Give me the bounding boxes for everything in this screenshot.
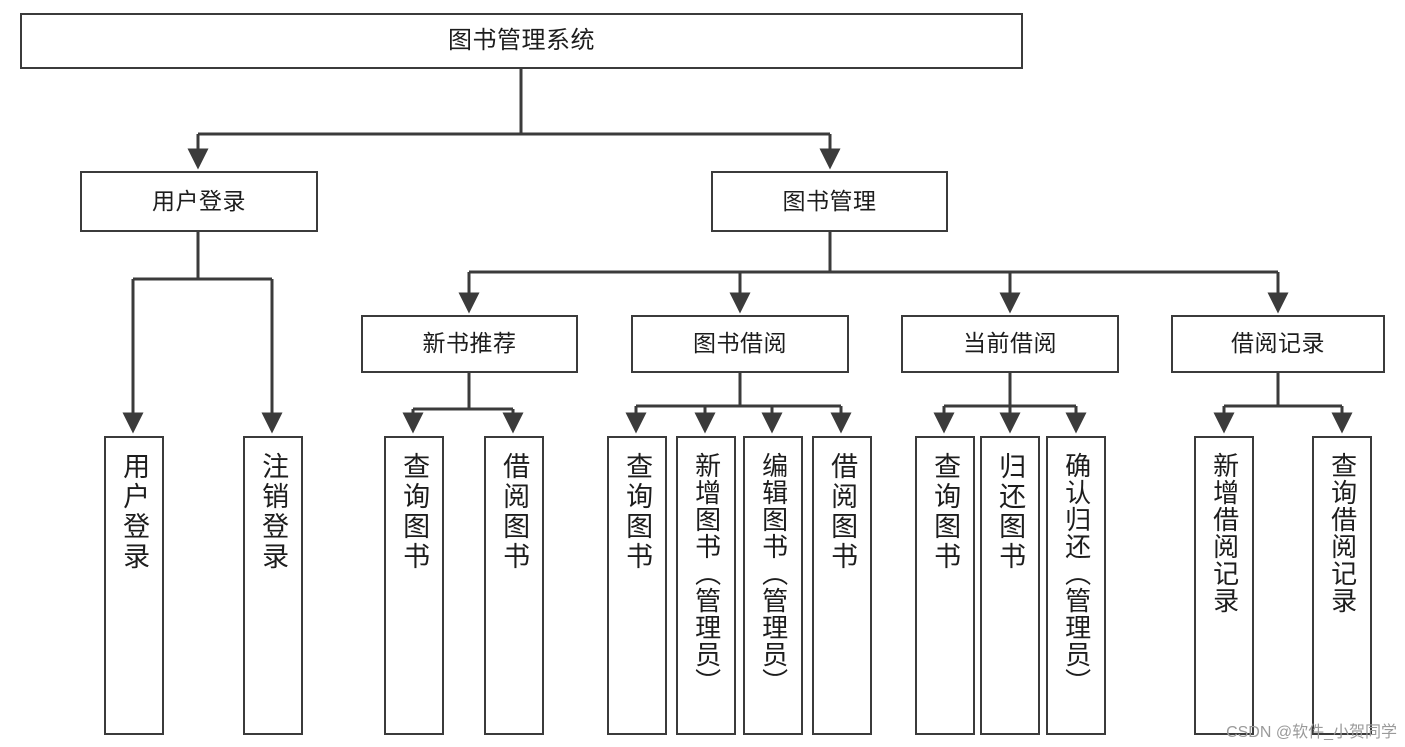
leaf-bb-borrow-book-label: 借阅图书 [827, 452, 858, 572]
node-new-book-recommend[interactable]: 新书推荐 [361, 315, 578, 373]
node-book-management[interactable]: 图书管理 [711, 171, 948, 232]
leaf-nb-borrow-book[interactable]: 借阅图书 [484, 436, 544, 735]
node-user-login[interactable]: 用户登录 [80, 171, 318, 232]
leaf-logout[interactable]: 注销登录 [243, 436, 303, 735]
node-borrow-record-label: 借阅记录 [1231, 330, 1325, 357]
leaf-br-add-record-label: 新增借阅记录 [1209, 452, 1240, 614]
node-user-login-label: 用户登录 [152, 187, 246, 214]
leaf-nb-borrow-book-label: 借阅图书 [499, 452, 530, 572]
csdn-watermark: CSDN @软件_小贺同学 [1226, 724, 1397, 741]
node-current-borrow[interactable]: 当前借阅 [901, 315, 1119, 373]
node-book-borrow[interactable]: 图书借阅 [631, 315, 849, 373]
leaf-br-query-record-label: 查询借阅记录 [1327, 452, 1358, 614]
leaf-br-query-record[interactable]: 查询借阅记录 [1312, 436, 1372, 735]
leaf-bb-add-book[interactable]: 新增图书（管理员） [676, 436, 736, 735]
leaf-logout-label: 注销登录 [258, 452, 289, 572]
leaf-bb-query-book-label: 查询图书 [622, 452, 653, 572]
leaf-cb-query-book[interactable]: 查询图书 [915, 436, 975, 735]
node-current-borrow-label: 当前借阅 [963, 330, 1057, 357]
leaf-br-add-record[interactable]: 新增借阅记录 [1194, 436, 1254, 735]
leaf-cb-query-book-label: 查询图书 [930, 452, 961, 572]
leaf-user-login-label: 用户登录 [119, 452, 150, 572]
leaf-bb-borrow-book[interactable]: 借阅图书 [812, 436, 872, 735]
node-root[interactable]: 图书管理系统 [20, 13, 1023, 69]
node-root-label: 图书管理系统 [448, 26, 595, 54]
leaf-bb-add-book-label: 新增图书（管理员） [691, 452, 722, 695]
node-new-book-recommend-label: 新书推荐 [422, 330, 517, 357]
leaf-cb-return-book-label: 归还图书 [995, 452, 1026, 572]
node-borrow-record[interactable]: 借阅记录 [1171, 315, 1385, 373]
leaf-bb-query-book[interactable]: 查询图书 [607, 436, 667, 735]
leaf-user-login[interactable]: 用户登录 [104, 436, 164, 735]
leaf-cb-confirm-return[interactable]: 确认归还（管理员） [1046, 436, 1106, 735]
leaf-bb-edit-book-label: 编辑图书（管理员） [758, 452, 789, 695]
node-book-management-label: 图书管理 [782, 187, 877, 214]
leaf-nb-query-book[interactable]: 查询图书 [384, 436, 444, 735]
leaf-bb-edit-book[interactable]: 编辑图书（管理员） [743, 436, 803, 735]
leaf-cb-return-book[interactable]: 归还图书 [980, 436, 1040, 735]
leaf-cb-confirm-return-label: 确认归还（管理员） [1061, 452, 1092, 695]
node-book-borrow-label: 图书借阅 [693, 330, 787, 357]
leaf-nb-query-book-label: 查询图书 [399, 452, 430, 572]
